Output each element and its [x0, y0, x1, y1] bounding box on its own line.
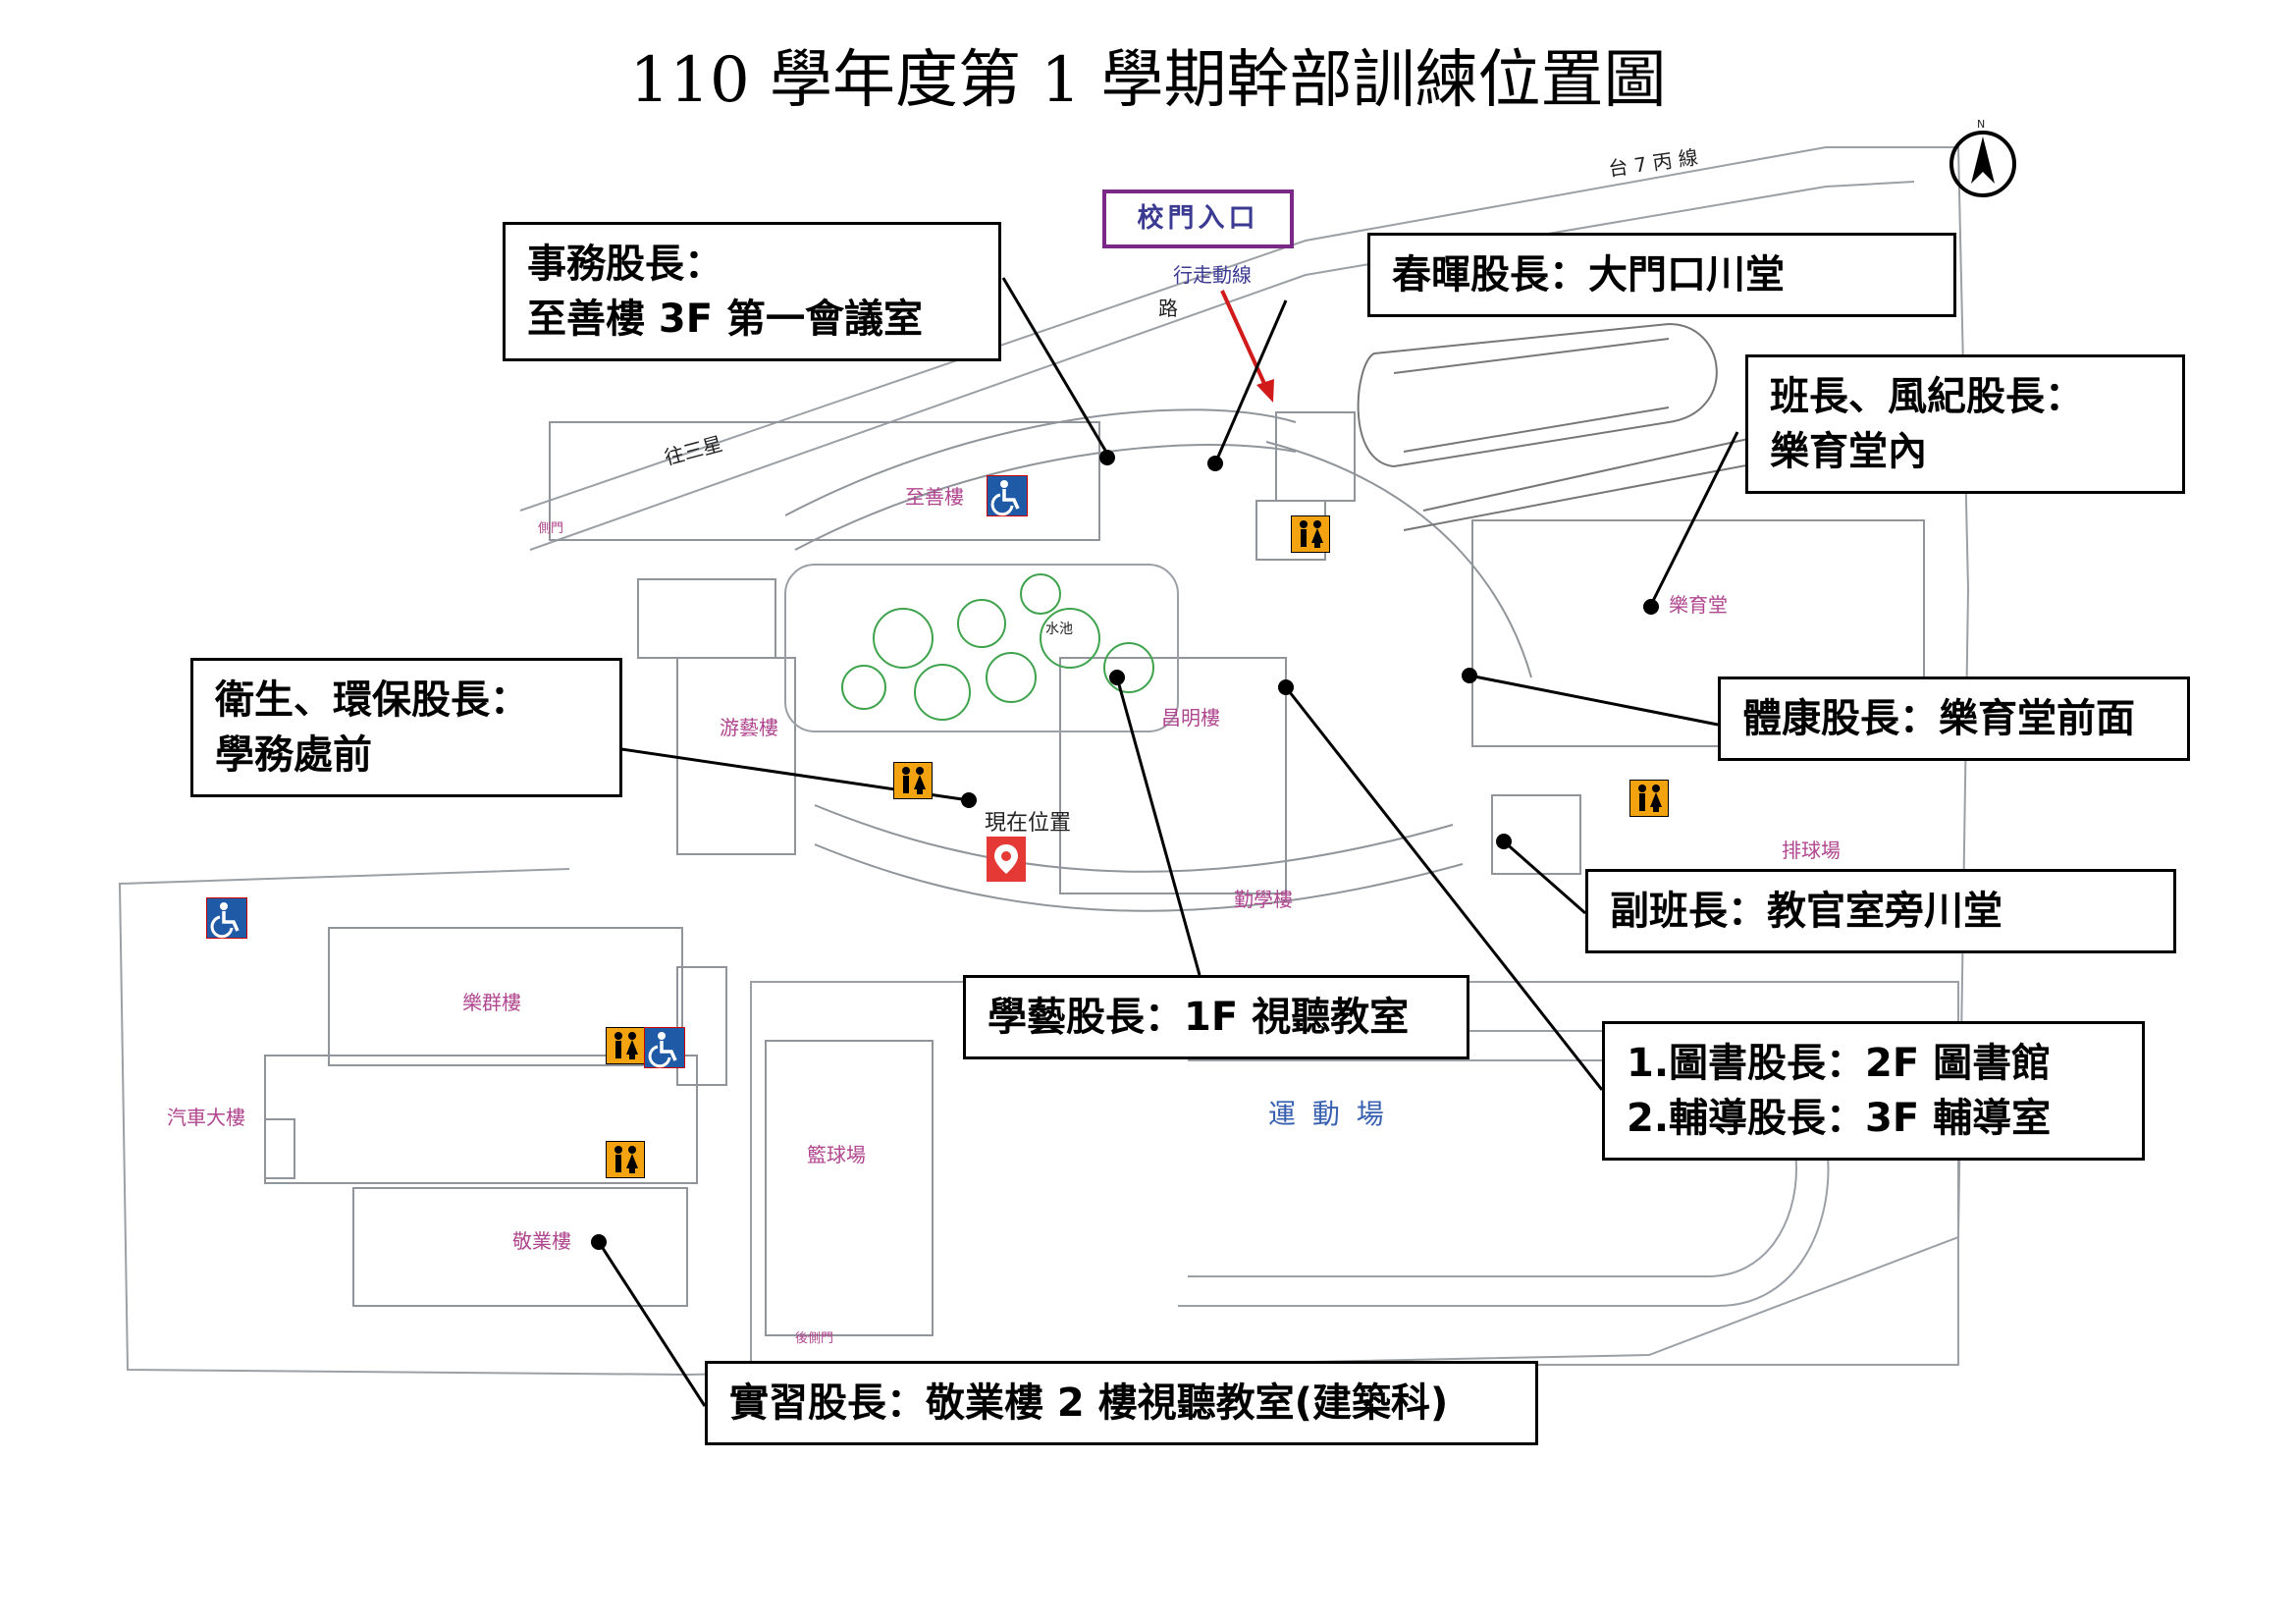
- accessible-icon: [643, 1026, 686, 1072]
- building-label-lequn: 樂群樓: [462, 991, 521, 1014]
- main-building-ring: [549, 408, 1925, 912]
- building-label-volleyball: 排球場: [1782, 839, 1841, 862]
- side-gate-label: 側門: [538, 521, 564, 536]
- page-title: 110 學年度第 1 學期幹部訓練位置圖: [629, 44, 1667, 117]
- location-pin-icon: [987, 837, 1026, 882]
- building-label-changming: 昌明樓: [1161, 706, 1220, 730]
- callout-monitor: 班長、風紀股長： 樂育堂內: [1745, 354, 2185, 494]
- building-label-qinxue: 勤學樓: [1234, 888, 1293, 911]
- building-label-zhishan: 至善樓: [905, 485, 964, 509]
- building-label-youyi: 游藝樓: [720, 716, 778, 739]
- callout-arts: 學藝股長：1F 視聽教室: [963, 975, 1469, 1059]
- callout-vice: 副班長：教官室旁川堂: [1585, 869, 2176, 953]
- restroom-icon: [1290, 514, 1331, 557]
- north-label: N: [1977, 118, 1986, 131]
- callout-pe: 體康股長：樂育堂前面: [1718, 677, 2190, 761]
- parking-lot: [1357, 322, 1768, 531]
- callout-chunhui: 春暉股長：大門口川堂: [1367, 233, 1956, 317]
- building-label-car: 汽車大樓: [167, 1106, 245, 1129]
- north-arrow-icon: [1946, 123, 2020, 197]
- leader-lines: [597, 277, 1739, 1407]
- pond-label: 水池: [1045, 622, 1073, 637]
- sports-field-label: 運 動 場: [1268, 1098, 1388, 1130]
- callout-library: 1.圖書股長：2F 圖書館 2.輔導股長：3F 輔導室: [1602, 1021, 2145, 1161]
- restroom-icon: [892, 761, 934, 803]
- school-gate-sign: 校門入口: [1102, 189, 1294, 248]
- restroom-icon: [605, 1140, 646, 1182]
- back-gate-label: 後側門: [795, 1331, 834, 1346]
- gate-route-arrow: [1220, 290, 1274, 403]
- courtyard-garden: [784, 564, 1179, 732]
- building-label-leyu: 樂育堂: [1669, 593, 1728, 617]
- road-label-char: 路: [1158, 297, 1178, 320]
- lower-buildings: [264, 927, 934, 1336]
- restroom-icon: [1629, 779, 1670, 821]
- accessible-icon: [205, 896, 248, 943]
- location-dots: [591, 450, 1659, 1250]
- callout-health: 衛生、環保股長： 學務處前: [190, 658, 622, 797]
- current-location-label: 現在位置: [985, 811, 1072, 836]
- accessible-icon: [986, 474, 1029, 520]
- route-label: 行走動線: [1173, 263, 1252, 287]
- building-label-jingye: 敬業樓: [512, 1229, 571, 1253]
- callout-affairs: 事務股長： 至善樓 3F 第一會議室: [503, 222, 1001, 361]
- building-label-basketball: 籃球場: [807, 1143, 866, 1166]
- restroom-icon: [605, 1026, 646, 1068]
- callout-intern: 實習股長：敬業樓 2 樓視聽教室(建築科): [705, 1361, 1538, 1445]
